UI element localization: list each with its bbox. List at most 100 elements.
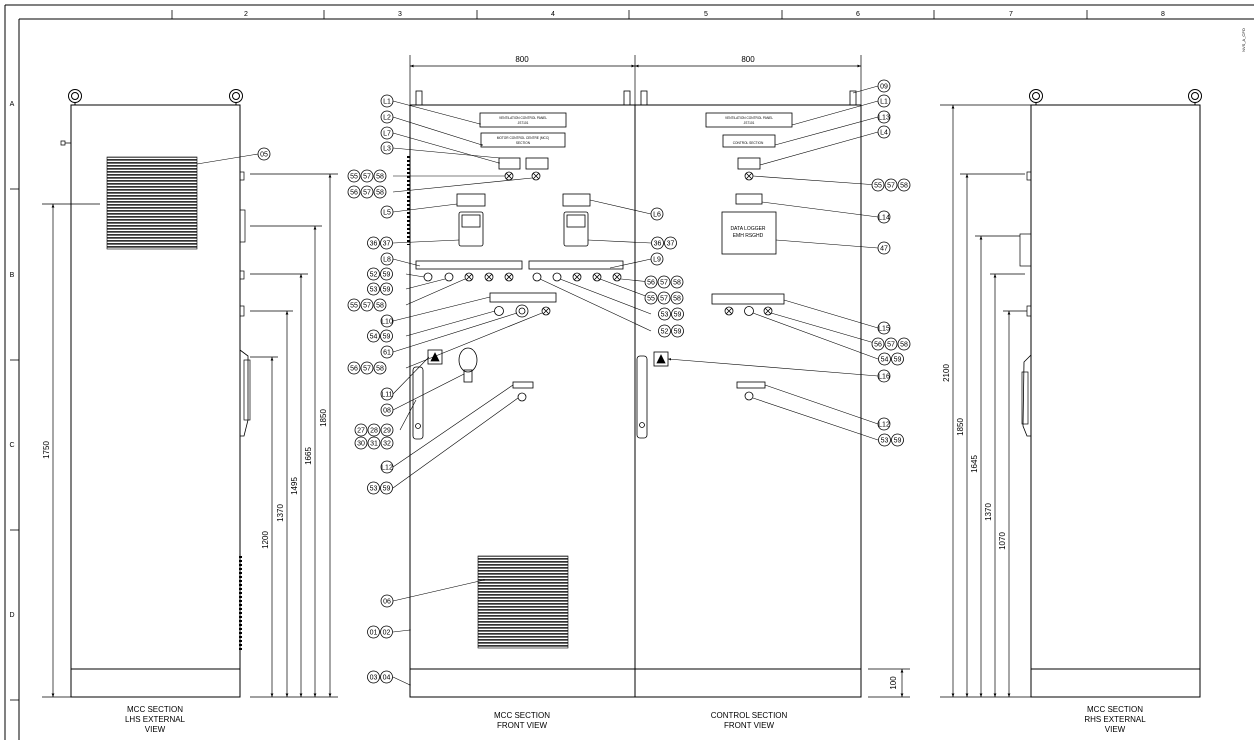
svg-text:SECTION: SECTION — [516, 141, 531, 145]
balloon-circle — [644, 275, 658, 289]
balloon-label: L12 — [878, 421, 890, 428]
caption-lhs-2: LHS EXTERNAL — [125, 715, 186, 724]
balloon-circle — [380, 110, 394, 124]
balloon-label: L9 — [653, 256, 661, 263]
balloon-circle — [878, 433, 891, 447]
balloon-circle — [670, 275, 684, 289]
callout-balloon: L11 — [380, 387, 394, 401]
balloon-circle — [380, 329, 393, 343]
balloon-circle — [897, 337, 911, 351]
callout-balloon: L7 — [380, 126, 394, 140]
balloon-label: 37 — [383, 240, 391, 247]
balloon-label: 58 — [376, 189, 384, 196]
column-label: 2 — [244, 11, 248, 18]
row-label: B — [10, 272, 15, 279]
balloon-circle — [373, 169, 387, 183]
dim-800-right: 800 — [741, 55, 755, 64]
balloon-circle — [650, 252, 664, 266]
dim-1495: 1495 — [290, 477, 299, 495]
caption-mcc-2: FRONT VIEW — [497, 721, 548, 730]
balloon-label: 47 — [880, 245, 888, 252]
column-numbers: 2 3 4 5 6 7 8 A B C D NVS_A_CFO — [9, 11, 1246, 619]
caption-rhs-2: RHS EXTERNAL — [1084, 715, 1146, 724]
balloon-label: 59 — [383, 286, 391, 293]
balloon-label: L13 — [878, 114, 890, 121]
balloon-label: 57 — [887, 182, 895, 189]
balloon-label: 61 — [383, 349, 391, 356]
balloon-circle — [367, 481, 380, 495]
balloon-label: 57 — [887, 341, 895, 348]
balloon-label: L11 — [381, 391, 392, 398]
balloon-label: L3 — [383, 145, 391, 152]
balloon-circle — [657, 275, 671, 289]
balloon-label: 53 — [370, 485, 378, 492]
balloon-circle — [380, 403, 394, 417]
column-label: 5 — [704, 11, 708, 18]
balloon-circle — [877, 110, 891, 124]
balloon-circle — [380, 594, 394, 608]
dim-1850: 1850 — [956, 418, 965, 436]
balloon-circle — [347, 185, 361, 199]
balloon-circle — [871, 178, 885, 192]
balloon-circle — [877, 369, 891, 383]
balloon-label: L1 — [880, 98, 888, 105]
dim-1370: 1370 — [276, 504, 285, 522]
balloon-circle — [367, 625, 380, 639]
dim-2100: 2100 — [942, 364, 951, 382]
balloon-label: 58 — [900, 341, 908, 348]
dim-800-left: 800 — [515, 55, 529, 64]
balloon-circle — [884, 178, 898, 192]
balloon-label: 52 — [370, 271, 378, 278]
balloon-circle — [367, 282, 380, 296]
balloon-circle — [380, 625, 393, 639]
plinth-dimension — [868, 668, 910, 698]
balloon-label: 57 — [363, 189, 371, 196]
row-label: A — [10, 101, 15, 108]
balloon-label: L16 — [878, 373, 890, 380]
balloon-label: 08 — [383, 407, 391, 414]
front-cabinets — [409, 90, 862, 698]
svg-text:EMH RSGHD: EMH RSGHD — [733, 233, 764, 239]
balloon-circle — [367, 670, 380, 684]
balloon-circle — [380, 236, 393, 250]
balloon-label: 57 — [363, 173, 371, 180]
row-label: D — [9, 612, 14, 619]
caption-rhs-1: MCC SECTION — [1087, 705, 1143, 714]
balloon-circle — [360, 169, 374, 183]
balloon-label: 58 — [376, 365, 384, 372]
svg-text:JS7101: JS7101 — [744, 121, 755, 125]
balloon-circle — [878, 352, 891, 366]
callout-balloon: 56 57 58 — [347, 185, 387, 199]
callout-balloon: L12 — [877, 417, 891, 431]
balloon-circle — [877, 241, 891, 255]
svg-text:JS7101: JS7101 — [518, 121, 529, 125]
rhs-external-view — [1019, 89, 1202, 698]
balloon-label: L6 — [653, 211, 661, 218]
balloon-circle — [367, 236, 380, 250]
balloon-circle — [884, 337, 898, 351]
caption-mcc-1: MCC SECTION — [494, 711, 550, 720]
balloon-circle — [380, 126, 394, 140]
balloon-circle — [347, 361, 361, 375]
balloon-label: 58 — [900, 182, 908, 189]
balloon-circle — [380, 252, 394, 266]
lhs-external-view — [60, 89, 251, 698]
callout-balloon: L14 — [877, 210, 891, 224]
balloon-label: 59 — [674, 328, 682, 335]
balloon-label: 09 — [880, 83, 888, 90]
balloon-circle — [347, 169, 361, 183]
balloon-label: 57 — [363, 365, 371, 372]
column-label: 7 — [1009, 11, 1013, 18]
caption-lhs-3: VIEW — [145, 725, 166, 734]
balloon-label: 56 — [350, 189, 358, 196]
svg-text:CONTROL SECTION: CONTROL SECTION — [733, 141, 764, 145]
dim-1750: 1750 — [42, 441, 51, 459]
balloon-label: 36 — [370, 240, 378, 247]
